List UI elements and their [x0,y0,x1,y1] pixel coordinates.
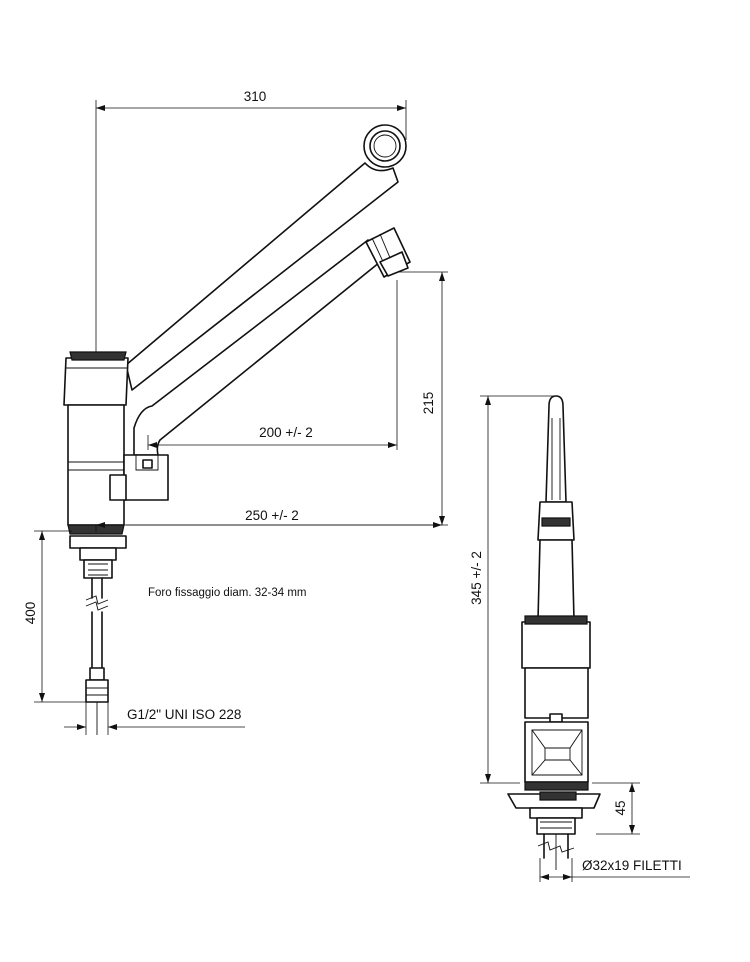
cartridge-cap [63,351,129,406]
thread-label: Ø32x19 FILETTI [582,858,682,873]
dimension-45 [592,782,640,835]
label-45: 45 [613,800,628,815]
label-200: 200 +/- 2 [259,425,313,440]
front-mounting-base [507,781,601,870]
fixing-hole-note: Foro fissaggio diam. 32-34 mm [148,587,307,599]
side-view: 310 215 200 +/- 2 250 +/- 2 400 F [23,89,448,735]
front-tap-body [524,667,589,783]
front-lever-handle [545,395,567,503]
dimension-345 [480,395,556,784]
tap-body [67,404,169,526]
mounting-base [67,524,127,579]
hose-connection-label: G1/2" UNI ISO 228 [127,707,241,722]
thread-dimension [539,858,690,882]
dimension-200 [147,280,398,450]
lever-handle [125,124,407,391]
dimension-250 [95,522,442,532]
front-view: 345 +/- 2 45 Ø32x19 FILETTI [469,395,690,882]
label-250: 250 +/- 2 [245,508,299,523]
dimension-310 [95,100,407,352]
label-215: 215 [421,392,436,415]
label-345: 345 +/- 2 [469,551,484,605]
dimension-400 [34,530,86,703]
spout [133,227,411,456]
flexible-hose [85,577,109,735]
label-310: 310 [244,89,267,104]
label-400: 400 [23,602,38,625]
